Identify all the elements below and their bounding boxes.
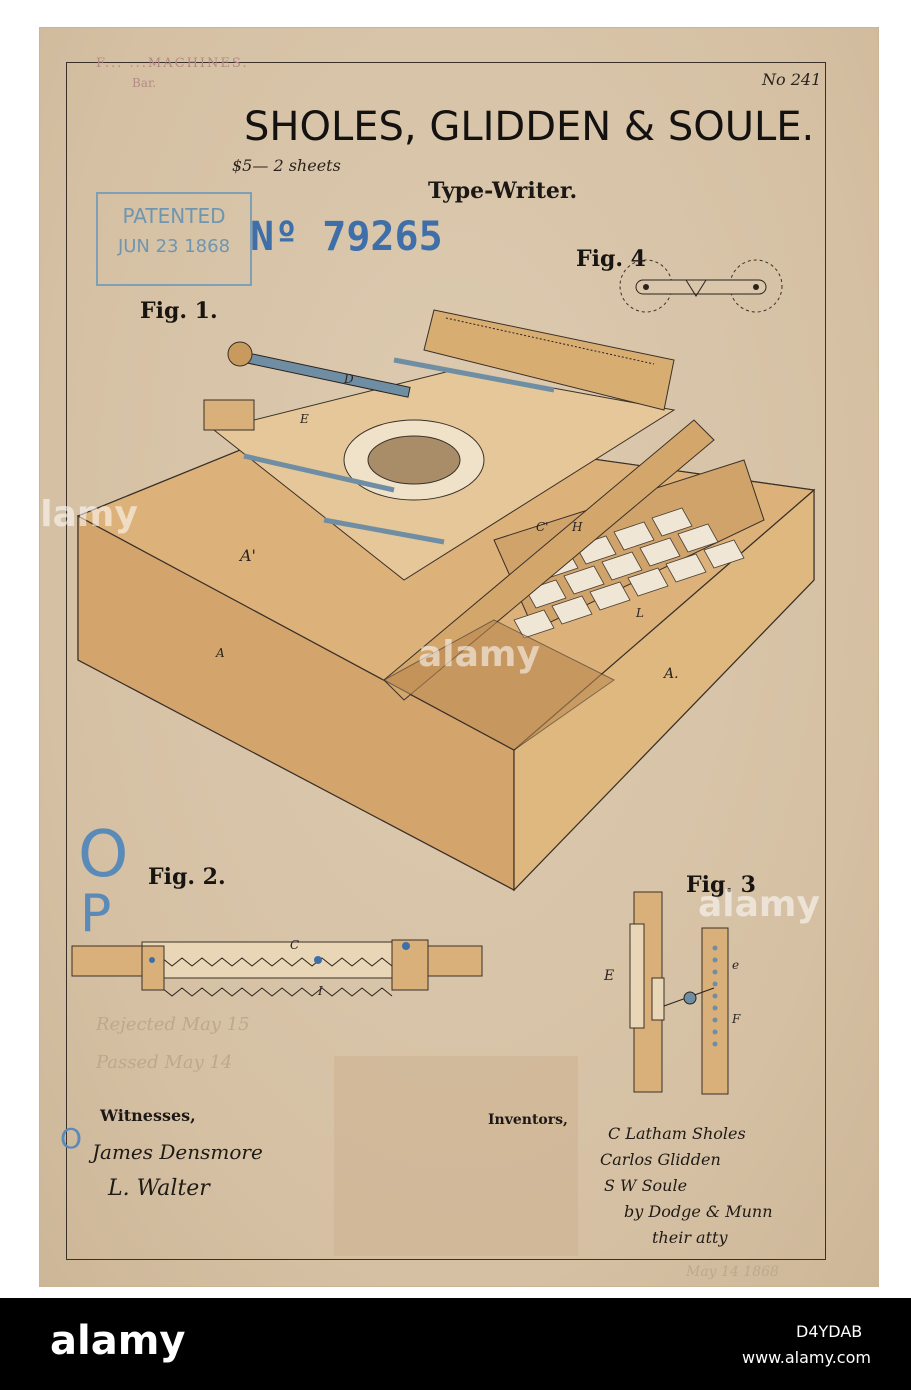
patented-stamp: PATENTED JUN 23 1868 — [96, 192, 252, 286]
watermark-right: alamy — [698, 884, 820, 925]
watermark-center: alamy — [418, 634, 540, 675]
faint-header-stamp: F... ...MACHINES. — [96, 56, 249, 71]
margin-mark-o-2: O — [60, 1122, 83, 1155]
footer-url: www.alamy.com — [742, 1348, 871, 1367]
part-label-e: E — [300, 412, 309, 426]
witnesses-label: Witnesses, — [100, 1106, 196, 1125]
fig-3-label: Fig. 3 — [686, 872, 756, 898]
attorney-signature: by Dodge & Munn — [624, 1202, 773, 1221]
fig-4-label: Fig. 4 — [576, 246, 646, 272]
witness-signature-1: James Densmore — [92, 1140, 263, 1164]
patent-title: SHOLES, GLIDDEN & SOULE. — [244, 104, 815, 150]
part-label-e-big: E — [604, 968, 615, 984]
footer-image-id: D4YDAB — [796, 1322, 863, 1341]
part-label-h: H — [572, 520, 583, 534]
part-label-f: F — [732, 1012, 741, 1026]
paper-patch — [334, 1056, 578, 1256]
stamp-line-1: PATENTED — [122, 204, 226, 228]
witness-signature-2: L. Walter — [108, 1176, 210, 1201]
faint-note-bottom: May 14 1868 — [686, 1264, 779, 1280]
part-label-a-2: A. — [664, 666, 679, 682]
part-label-l: L — [636, 606, 644, 620]
stamp-line-2: JUN 23 1868 — [117, 236, 231, 257]
watermark-left: alamy — [16, 494, 138, 535]
corner-note: No 241 — [762, 70, 822, 89]
stock-footer — [0, 1298, 911, 1390]
part-label-c-prime: C' — [536, 520, 549, 534]
inventor-signature-1: C Latham Sholes — [608, 1124, 746, 1143]
fig-2-label: Fig. 2. — [148, 864, 226, 890]
fig-4-drawing — [619, 259, 783, 313]
fig-1-label: Fig. 1. — [140, 298, 218, 324]
faint-note-rejected: Rejected May 15 — [96, 1014, 250, 1035]
fig-1-typewriter-drawing — [76, 309, 816, 892]
inventor-signature-3: S W Soule — [604, 1176, 688, 1195]
drawing-border — [66, 62, 826, 1260]
footer-logo: alamy — [50, 1318, 186, 1364]
margin-mark-p: P — [80, 884, 112, 944]
margin-mark-o: O — [78, 818, 129, 892]
inventors-label: Inventors, — [488, 1112, 568, 1128]
part-label-i: I — [318, 984, 323, 998]
part-label-c: C — [290, 938, 300, 952]
part-label-e-small: e — [732, 958, 740, 972]
fee-note: $5— 2 sheets — [232, 156, 341, 175]
attorney-suffix: their atty — [652, 1228, 728, 1247]
fig-2-drawing — [71, 939, 483, 997]
faint-note-passed: Passed May 14 — [96, 1052, 233, 1073]
faint-header-stamp-2: Bar. — [132, 76, 157, 90]
part-label-a-prime: A' — [240, 546, 256, 565]
part-label-a: A — [216, 646, 225, 660]
part-label-d: D — [344, 372, 354, 386]
inventor-signature-2: Carlos Glidden — [600, 1150, 721, 1169]
fig-3-drawing — [629, 891, 729, 1095]
patent-subtitle: Type-Writer. — [428, 178, 578, 204]
patent-number: Nº 79265 — [250, 214, 443, 260]
